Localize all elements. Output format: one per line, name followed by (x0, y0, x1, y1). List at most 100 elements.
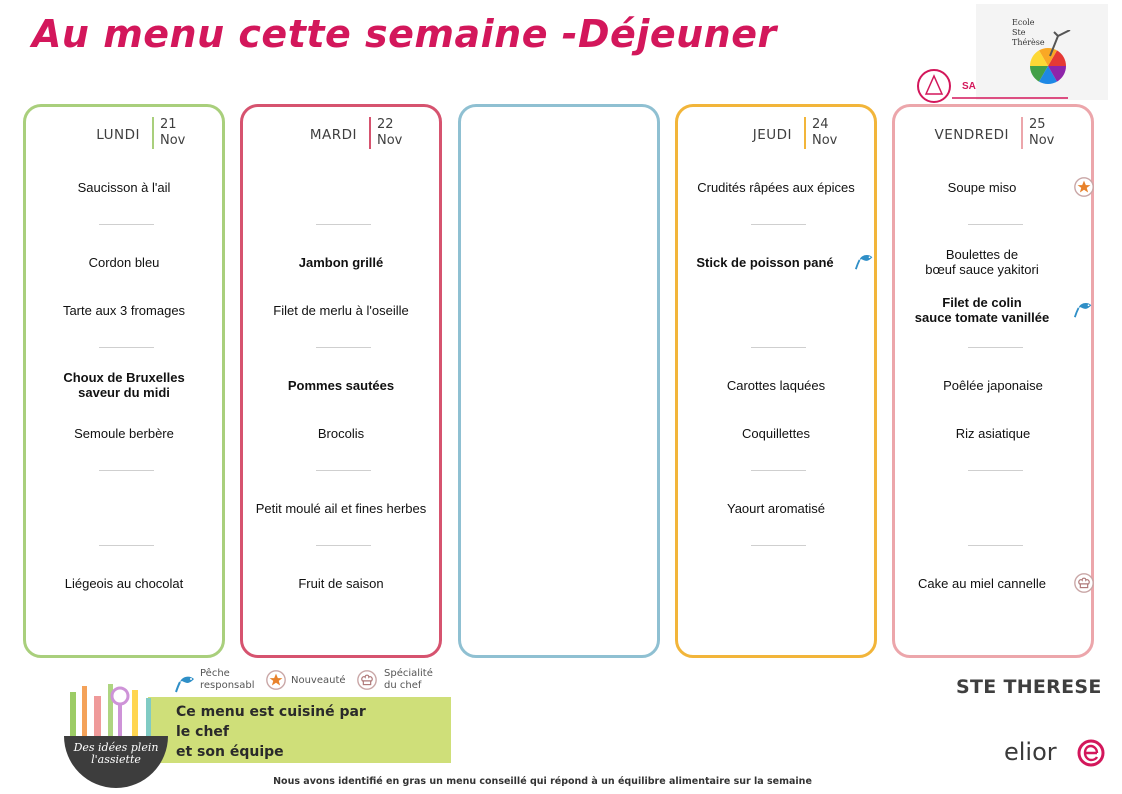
promo-badge-text: Des idées plein l'assiette (64, 742, 168, 766)
star-badge-icon (1074, 177, 1094, 197)
color-wheel-logo-icon (1030, 30, 1071, 85)
dish-line: bœuf sauce yakitori (925, 262, 1039, 277)
dish-divider (99, 470, 154, 471)
dish: Filet de merlu à l'oseille (273, 303, 409, 318)
dish: Carottes laquées (726, 378, 826, 393)
school-name: STE THERESE (956, 676, 1102, 698)
dish-line: Choux de Bruxelles (63, 370, 185, 385)
dish-divider (99, 545, 154, 546)
dish-divider (751, 224, 806, 225)
promo-badge-line: Des idées plein (73, 741, 159, 754)
dish-divider (968, 347, 1023, 348)
legend-peche: Pêche responsabl (200, 668, 255, 692)
dish: Brocolis (317, 426, 365, 441)
day-header: JEUDI 24 Nov (678, 117, 874, 151)
legend-line: du chef (384, 680, 422, 691)
day-month: Nov (1029, 133, 1055, 148)
caterer-logo-text: elior (1004, 738, 1057, 766)
dish: Petit moulé ail et fines herbes (255, 501, 427, 516)
day-card-lundi: LUNDI 21 Nov Saucisson à l'ail Cordon bl… (23, 104, 225, 658)
page-title: Au menu cette semaine -Déjeuner (32, 12, 777, 56)
day-month: Nov (812, 133, 838, 148)
day-separator (152, 117, 154, 149)
seasonal-badge-text: SA (962, 81, 976, 92)
dish: Stick de poisson pané (696, 255, 834, 270)
day-month: Nov (377, 133, 403, 148)
dish-divider (316, 224, 371, 225)
day-header: VENDREDI 25 Nov (895, 117, 1091, 151)
fish-icon (1073, 303, 1092, 318)
promo-line: Ce menu est cuisiné par (176, 704, 366, 720)
dish: Jambon grillé (298, 255, 384, 270)
legend-line: responsabl (200, 680, 255, 691)
dish-divider (316, 347, 371, 348)
day-date: 25 Nov (1029, 117, 1054, 149)
day-header: LUNDI 21 Nov (26, 117, 222, 151)
legend-specialite: Spécialité du chef (384, 668, 433, 692)
dish: Crudités râpées aux épices (697, 180, 855, 195)
dish-divider (968, 470, 1023, 471)
dish: Boulettes de bœuf sauce yakitori (895, 247, 1069, 277)
day-name: LUNDI (96, 127, 140, 143)
dish-line: sauce tomate vanillée (914, 310, 1050, 325)
dish: Saucisson à l'ail (77, 180, 171, 195)
chef-hat-icon (357, 670, 377, 690)
dish: Liégeois au chocolat (64, 576, 184, 591)
star-badge-icon (266, 670, 286, 690)
dish-divider (751, 347, 806, 348)
dish-divider (751, 470, 806, 471)
dish-divider (751, 545, 806, 546)
legend-line: Pêche (200, 668, 230, 679)
legend-line: Spécialité (384, 668, 433, 679)
dish: Cordon bleu (88, 255, 160, 270)
day-card-jeudi: JEUDI 24 Nov Crudités râpées aux épices … (675, 104, 877, 658)
day-month: Nov (160, 133, 186, 148)
promo-line: et son équipe (176, 744, 284, 760)
dish-line: Boulettes de (945, 247, 1019, 262)
day-header: MARDI 22 Nov (243, 117, 439, 151)
dish-divider (99, 224, 154, 225)
dish: Yaourt aromatisé (726, 501, 826, 516)
dish: Soupe miso (947, 180, 1017, 195)
legend-nouveaute: Nouveauté (291, 675, 346, 686)
day-number: 24 (812, 117, 829, 132)
dish: Cake au miel cannelle (918, 576, 1046, 591)
school-logo-text: Ecole Ste Thérèse (1012, 18, 1052, 48)
day-number: 22 (377, 117, 394, 132)
dish-divider (316, 545, 371, 546)
dish: Riz asiatique (955, 426, 1031, 441)
dish: Choux de Bruxelles saveur du midi (26, 370, 222, 400)
elior-logo-icon (1077, 739, 1105, 767)
day-card-empty (458, 104, 660, 658)
school-logo-line1: Ecole (1012, 18, 1035, 27)
seasonal-badge (917, 69, 1068, 103)
day-separator (804, 117, 806, 149)
dish: Pommes sautées (287, 378, 395, 393)
dish: Poêlée japonaise (943, 378, 1043, 393)
dish: Coquillettes (742, 426, 810, 441)
day-separator (1021, 117, 1023, 149)
promo-text: Ce menu est cuisiné par le chef et son é… (176, 702, 366, 762)
day-separator (369, 117, 371, 149)
day-number: 25 (1029, 117, 1046, 132)
fish-icon (854, 255, 873, 270)
dish: Tarte aux 3 fromages (62, 303, 186, 318)
day-date: 21 Nov (160, 117, 185, 149)
dish: Filet de colin sauce tomate vanillée (895, 295, 1069, 325)
promo-badge-line: l'assiette (91, 753, 141, 766)
day-number: 21 (160, 117, 177, 132)
promo-box (148, 697, 451, 763)
dish-divider (316, 470, 371, 471)
dish-divider (99, 347, 154, 348)
day-name: VENDREDI (934, 127, 1009, 143)
fish-icon (175, 676, 194, 693)
dish: Fruit de saison (298, 576, 384, 591)
dish-divider (968, 545, 1023, 546)
dish-line: Filet de colin (942, 295, 1022, 310)
day-card-vendredi: VENDREDI 25 Nov Soupe miso Boulettes de … (892, 104, 1094, 658)
footer-note: Nous avons identifié en gras un menu con… (273, 776, 812, 787)
dish: Semoule berbère (74, 426, 174, 441)
school-logo-line2: Ste Thérèse (1012, 28, 1045, 47)
kitchen-utensils-icon (64, 684, 168, 788)
day-card-mardi: MARDI 22 Nov Jambon grillé Filet de merl… (240, 104, 442, 658)
